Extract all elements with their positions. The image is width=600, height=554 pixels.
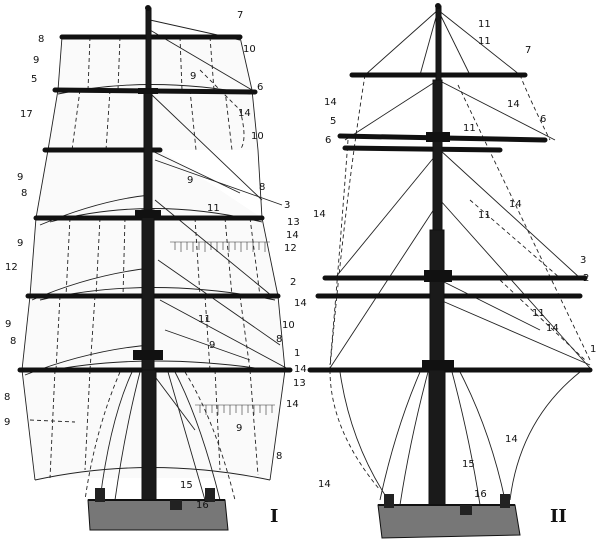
panel-I-callout-10: 10 bbox=[251, 131, 264, 142]
panel-II-callout-14: 14 bbox=[509, 199, 522, 210]
panel-I-callout-8: 8 bbox=[276, 334, 282, 345]
panel-II-deck bbox=[377, 494, 521, 539]
panel-I-callout-6: 6 bbox=[257, 82, 263, 93]
panel-I-callout-14: 14 bbox=[294, 364, 307, 375]
panel-II-callout-11: 11 bbox=[478, 36, 491, 47]
panel-I-callout-8: 8 bbox=[10, 336, 16, 347]
panel-II-callout-11: 11 bbox=[532, 308, 545, 319]
panel-I-callout-3: 3 bbox=[284, 200, 290, 211]
panel-II-callout-11: 11 bbox=[463, 123, 476, 134]
panel-I-callout-17: 17 bbox=[20, 109, 33, 120]
panel-I-callout-10: 10 bbox=[243, 44, 256, 55]
panel-I-callout-8: 8 bbox=[21, 188, 27, 199]
panel-II-callout-3: 3 bbox=[580, 255, 586, 266]
panel-II-callout-11: 11 bbox=[478, 19, 491, 30]
panel-I-callout-14: 14 bbox=[286, 399, 299, 410]
panel-I-callout-7: 7 bbox=[237, 10, 243, 21]
panel-I-callout-8: 8 bbox=[259, 182, 265, 193]
panel-I-callout-9: 9 bbox=[187, 175, 193, 186]
panel-I-callout-8: 8 bbox=[4, 392, 10, 403]
panel-I-callout-9: 9 bbox=[5, 319, 11, 330]
panel-II-stays bbox=[329, 9, 591, 369]
panel-I-callout-9: 9 bbox=[236, 423, 242, 434]
panel-II-courses bbox=[339, 371, 581, 506]
panel-I-callout-16: 16 bbox=[196, 500, 209, 511]
panel-I-mast bbox=[133, 5, 163, 511]
panel-I-reef-points bbox=[170, 241, 275, 415]
panel-II-callout-14: 14 bbox=[507, 99, 520, 110]
panel-I-callout-11: 11 bbox=[198, 314, 211, 325]
panel-I-callout-8: 8 bbox=[38, 34, 44, 45]
panel-I-callout-9: 9 bbox=[209, 340, 215, 351]
panel-I-callout-14: 14 bbox=[294, 298, 307, 309]
panel-I-callout-10: 10 bbox=[282, 320, 295, 331]
panel-II-dashed-lines bbox=[329, 74, 591, 491]
panel-II-rig bbox=[307, 3, 593, 539]
panel-II-callout-14: 14 bbox=[324, 97, 337, 108]
panel-I-callout-13: 13 bbox=[293, 378, 306, 389]
panel-I-callout-9: 9 bbox=[33, 55, 39, 66]
panel-I-callout-9: 9 bbox=[4, 417, 10, 428]
panel-I-callout-15: 15 bbox=[180, 480, 193, 491]
panel-I-callout-2: 2 bbox=[290, 277, 296, 288]
panel-I-callout-12: 12 bbox=[284, 243, 297, 254]
panel-II-callout-1: 1 bbox=[590, 344, 596, 355]
panel-II-callout-7: 7 bbox=[525, 45, 531, 56]
panel-I-rig bbox=[17, 5, 293, 531]
panel-II-callout-14: 14 bbox=[546, 323, 559, 334]
panel-II-callout-2: 2 bbox=[583, 273, 589, 284]
panel-I-callout-11: 11 bbox=[207, 203, 220, 214]
panel-I-callout-9: 9 bbox=[17, 238, 23, 249]
panel-II-callout-5: 5 bbox=[330, 116, 336, 127]
panel-II-callout-14: 14 bbox=[505, 434, 518, 445]
panel-II-callout-16: 16 bbox=[474, 489, 487, 500]
panel-I-callout-5: 5 bbox=[31, 74, 37, 85]
panel-I-callout-13: 13 bbox=[287, 217, 300, 228]
panel-I-callout-1: 1 bbox=[294, 348, 300, 359]
panel-I-callout-12: 12 bbox=[5, 262, 18, 273]
panel-I-callout-8: 8 bbox=[276, 451, 282, 462]
panel-I-deck bbox=[87, 488, 229, 531]
panel-I-buntlines bbox=[29, 36, 261, 479]
panel-I-callout-9: 9 bbox=[17, 172, 23, 183]
panel-II-callout-6: 6 bbox=[325, 135, 331, 146]
panel-II-callout-14: 14 bbox=[313, 209, 326, 220]
panel-II-callout-6: 6 bbox=[540, 114, 546, 125]
panel-I-callout-9: 9 bbox=[190, 71, 196, 82]
panel-II-callout-15: 15 bbox=[462, 459, 475, 470]
panel-I-callout-14: 14 bbox=[286, 230, 299, 241]
panel-II-callout-14: 14 bbox=[318, 479, 331, 490]
panel-I-numeral: I bbox=[270, 506, 278, 527]
panel-II-mast bbox=[422, 3, 454, 511]
panel-II-callout-11: 11 bbox=[478, 210, 491, 221]
panel-II-numeral: II bbox=[550, 506, 567, 527]
panel-I-callout-14: 14 bbox=[238, 108, 251, 119]
